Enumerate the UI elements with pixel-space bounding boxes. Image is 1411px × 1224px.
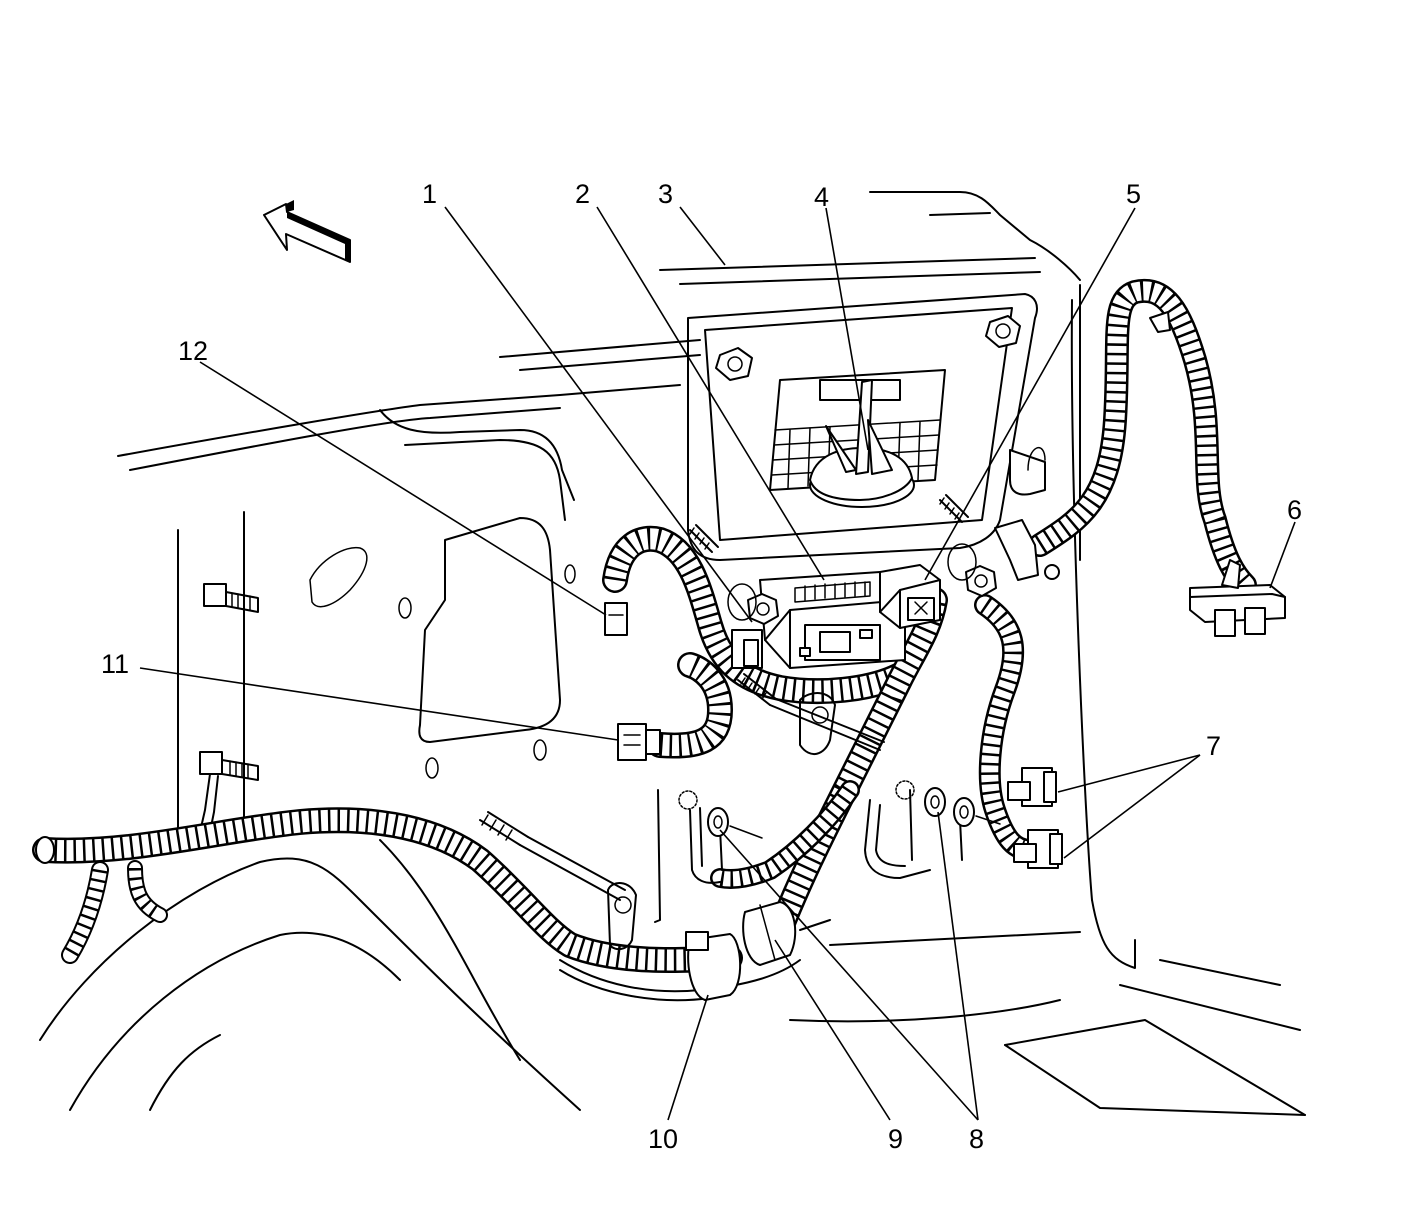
harness-clip bbox=[994, 519, 1060, 581]
harness-retainer-10 bbox=[685, 931, 742, 1001]
module-nut-right bbox=[947, 543, 997, 597]
callout-1: 1 bbox=[422, 179, 437, 209]
harness-right-branch bbox=[864, 594, 1041, 879]
harness-loop-left bbox=[602, 525, 913, 705]
connector-7-lower bbox=[1013, 829, 1063, 869]
connector-block bbox=[879, 564, 941, 629]
callout-7: 7 bbox=[1206, 731, 1221, 761]
callout-labels: 1 2 3 4 5 6 7 8 9 10 11 12 bbox=[101, 179, 1302, 1154]
stud-bolt bbox=[203, 583, 259, 613]
callout-leader-lines bbox=[139, 206, 1296, 1121]
access-panel bbox=[309, 517, 576, 779]
harness-branch-11 bbox=[647, 652, 733, 759]
callout-8: 8 bbox=[969, 1124, 984, 1154]
mounting-tab bbox=[1009, 447, 1046, 496]
callout-6: 6 bbox=[1287, 495, 1302, 525]
mounting-rail bbox=[519, 692, 885, 951]
control-module bbox=[759, 571, 906, 669]
mounting-bracket bbox=[687, 293, 1038, 561]
module-nut-left bbox=[727, 583, 779, 625]
connector-6 bbox=[1189, 559, 1286, 637]
connector-12 bbox=[604, 602, 628, 636]
harness-upper-right bbox=[1028, 278, 1257, 597]
callout-5: 5 bbox=[1126, 179, 1141, 209]
callout-3: 3 bbox=[658, 179, 673, 209]
callout-9: 9 bbox=[888, 1124, 903, 1154]
callout-11: 11 bbox=[101, 649, 129, 679]
harness-retainer-9 bbox=[742, 901, 831, 966]
main-wiring-harness bbox=[32, 807, 801, 1002]
callout-12: 12 bbox=[178, 336, 208, 366]
callout-2: 2 bbox=[575, 179, 590, 209]
ground-eyelet bbox=[678, 780, 1001, 839]
threaded-stud bbox=[479, 494, 969, 846]
module-connector bbox=[731, 629, 763, 669]
harness-center-branch bbox=[689, 587, 948, 943]
connector-11 bbox=[617, 723, 661, 761]
callout-4: 4 bbox=[814, 182, 829, 212]
connector-7-upper bbox=[1007, 767, 1057, 807]
callout-10: 10 bbox=[648, 1124, 678, 1154]
arrow-icon bbox=[263, 200, 351, 263]
